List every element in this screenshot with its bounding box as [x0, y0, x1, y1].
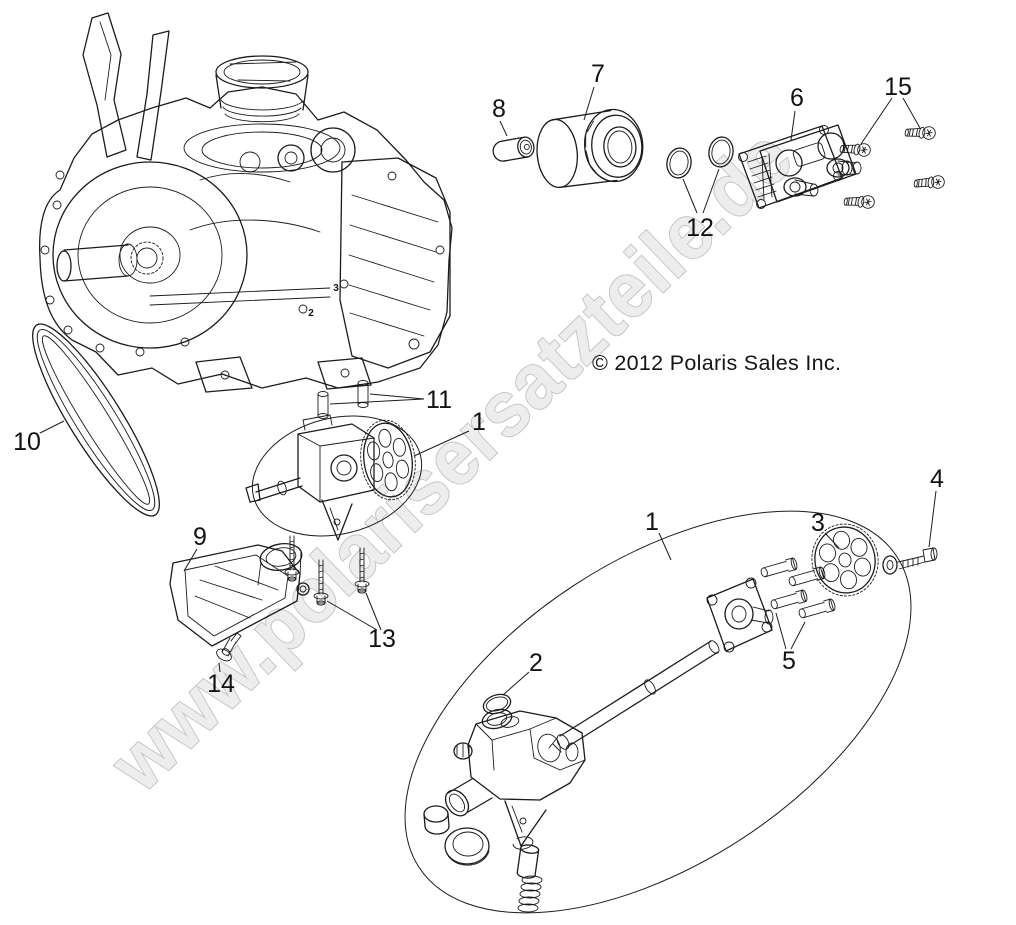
pump-body-drawing [444, 708, 586, 847]
callout-12: 12 [686, 214, 714, 242]
copyright-text: © 2012 Polaris Sales Inc. [592, 351, 841, 375]
washer-drawing [882, 555, 898, 575]
callout-6: 6 [790, 84, 804, 112]
callout-3: 3 [811, 509, 825, 537]
leader-8 [499, 120, 508, 137]
filter-fitting-drawing [492, 136, 535, 162]
cooler-screws-drawing [839, 122, 946, 211]
callout-10: 10 [13, 428, 41, 456]
oil-pickup-drawing [169, 543, 310, 647]
callout-labels: 1 1 2 3 4 5 6 7 8 9 10 11 12 13 14 15 [13, 60, 944, 698]
leader-12 [682, 168, 720, 214]
callout-4: 4 [930, 465, 944, 493]
leader-4 [928, 490, 937, 548]
callout-9: 9 [193, 523, 207, 551]
cooler-orings-drawing [666, 136, 734, 179]
leader-3 [824, 532, 840, 549]
callout-11: 11 [426, 386, 452, 414]
leader-7 [583, 86, 595, 121]
leader-lines [39, 86, 937, 696]
leader-13 [326, 592, 382, 631]
pump-flange-drawing [706, 577, 774, 653]
oil-pump-assembled-drawing [245, 414, 423, 541]
callout-1-exploded: 1 [645, 508, 659, 536]
engine-cast-mark-3: 3 [333, 283, 339, 294]
leader-1-exploded [658, 532, 672, 561]
callout-15: 15 [884, 73, 912, 101]
callout-5: 5 [782, 647, 796, 675]
pump-sprocket-drawing [360, 419, 416, 501]
pump-shaft-drawing [548, 640, 720, 753]
pump-internals-drawing [423, 805, 543, 913]
callout-7: 7 [591, 60, 605, 88]
callout-2: 2 [529, 649, 543, 677]
callout-14: 14 [207, 670, 235, 698]
sprocket-bolt-drawing [897, 547, 938, 570]
drive-belt-drawing [32, 323, 160, 517]
leader-6 [790, 110, 796, 141]
crankcase-bolt-holes [40, 170, 445, 357]
callout-1-main: 1 [472, 408, 486, 436]
leader-1-main [413, 430, 470, 457]
leader-14 [218, 662, 221, 673]
leader-9 [183, 548, 198, 572]
leader-15 [860, 97, 921, 145]
oil-pump-exploded-drawing [404, 510, 938, 914]
engine-assembly-drawing: 3 2 [38, 12, 453, 393]
leader-11 [329, 393, 425, 405]
engine-cast-mark-2: 2 [308, 308, 314, 319]
piston-drawing [215, 55, 309, 123]
oil-filter-drawing [536, 108, 644, 189]
leader-2 [502, 671, 530, 696]
small-bolt-drawing [216, 632, 242, 662]
oil-cooler-drawing [738, 124, 862, 209]
leader-5 [775, 612, 806, 650]
leader-10 [39, 420, 65, 434]
callout-8: 8 [492, 95, 506, 123]
callout-13: 13 [368, 625, 396, 653]
